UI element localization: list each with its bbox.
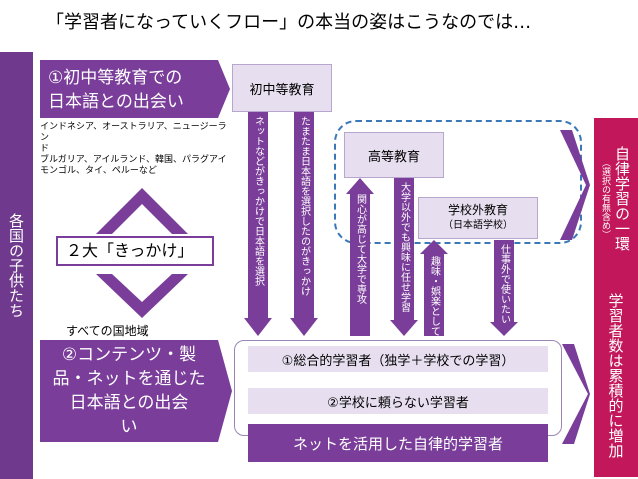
higher-education-box: 高等教育 — [344, 132, 444, 178]
box-second-encounter: ②コンテンツ・製 品・ネットを通じた 日本語との出会 い — [40, 340, 218, 442]
net-learner-box: ネットを活用した自律的学習者 — [248, 424, 548, 462]
page-title: 「学習者になっていくフロー」の本当の姿はこうなのでは… — [46, 12, 532, 33]
box1-line1: ①初中等教育での — [48, 68, 183, 88]
box2-line1: ②コンテンツ・製 — [61, 345, 197, 365]
arrow-a5-text: 趣味・娯楽として — [428, 256, 440, 336]
arrow-a2 — [290, 112, 318, 336]
arrow-a3-text: 関心が高じて大学で専攻 — [354, 194, 366, 304]
countries-line3: ブルガリア、アイルランド、韓国、パラグアイ — [40, 155, 227, 165]
countries-list: インドネシア、オーストラリア、ニュージーラン ド ブルガリア、アイルランド、韓国… — [40, 122, 230, 177]
two-triggers-label: ２大「きっかけ」 — [56, 236, 214, 266]
right-chevron-icon-1 — [560, 130, 590, 240]
outside-line1: 学校外教育 — [447, 203, 508, 217]
arrow-a6-text: 仕事外で使いたい — [498, 244, 510, 324]
arrow-a1 — [244, 112, 272, 336]
box-first-encounter: ①初中等教育での 日本語との出会い — [40, 60, 218, 118]
box2-line2: 品・ネットを通じた — [52, 369, 206, 389]
arrow-a4-text: 大学以外でも興味に任せ学習 — [398, 182, 410, 312]
outside-line2: （日本語学校） — [443, 220, 513, 231]
countries-line2: ド — [40, 144, 50, 154]
primary-education-box: 初中等教育 — [232, 64, 332, 112]
countries-line4: モンゴル、タイ、ペルーなど — [40, 166, 157, 176]
left-bar-label: 各国の子供たち — [7, 213, 25, 318]
box2-line3: 日本語との出会 — [69, 393, 189, 413]
all-countries-label: すべての国地域 — [66, 324, 149, 338]
learner-self-reliant: ②学校に頼らない学習者 — [248, 388, 548, 414]
right-chevron-icon-2 — [562, 344, 590, 444]
arrow-a1-text: ネットなどがきっかけで日本語を選択 — [252, 116, 264, 286]
left-bar: 各国の子供たち — [0, 52, 33, 479]
right1-main: 自律学習の一環 — [613, 145, 631, 251]
learners-increase-box: 学習者数は累積的に増加 — [594, 273, 638, 477]
learner-comprehensive: ①総合的学習者（独学＋学校での学習） — [248, 346, 548, 372]
box1-line2: 日本語との出会い — [48, 92, 184, 112]
arrow-a2-text: たまたま日本語を選択したのがきっかけ — [298, 116, 310, 296]
chevron-up-icon — [96, 188, 188, 234]
autonomous-learning-box: 自律学習の一環 （選択の有無含め） — [594, 118, 638, 274]
chevron-down-icon — [96, 274, 188, 318]
right1-sub: （選択の有無含め） — [600, 157, 610, 239]
box2-arrow-tip — [218, 340, 232, 442]
arrow-a6 — [490, 240, 518, 336]
arrow-a5 — [420, 240, 448, 336]
arrow-a4 — [390, 178, 418, 336]
outside-school-box: 学校外教育 （日本語学校） — [418, 197, 538, 239]
arrow-a3 — [346, 178, 374, 336]
dashed-group-outline — [334, 120, 582, 244]
box1-arrow-tip — [218, 60, 230, 118]
countries-line1: インドネシア、オーストラリア、ニュージーラン — [40, 122, 227, 143]
box2-line4: い — [120, 417, 138, 437]
